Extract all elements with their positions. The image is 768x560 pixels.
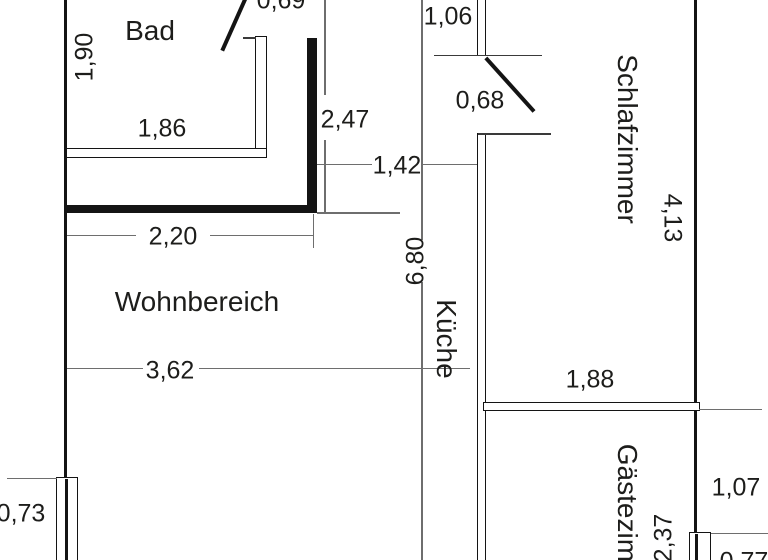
dim-label-2-37: 2,37 [649,513,678,560]
wall-right-exterior [694,0,697,533]
room-label-gaestezimmer: Gästezimmer [612,443,643,560]
wall-bad-thick-vertical [307,38,317,213]
door-jamb-kueche-upper [434,54,542,57]
ext-line-window-left [7,478,57,480]
dim-line-3-62-right [199,368,470,370]
dim-label-1-42: 1,42 [372,151,422,180]
room-label-schlafzimmer: Schlafzimmer [612,54,643,224]
dim-label-3-62: 3,62 [145,356,195,385]
dim-line-vertical-2-47-upper [324,0,326,95]
room-label-wohnbereich: Wohnbereich [114,286,280,317]
dim-line-vertical-6-80-upper [421,0,423,240]
dim-label-1-86: 1,86 [137,114,187,143]
dim-label-6-80: 6,80 [401,236,430,286]
ext-line-1-07-bottom [711,533,768,535]
window-left-centerline [65,479,68,560]
window-bottom-right-centerline [695,534,698,560]
dim-label-1-88: 1,88 [565,365,615,394]
ext-line-wall-corner-vertical [313,214,315,248]
dim-label-0-69: 0,69 [256,0,306,15]
dim-label-1-90: 1,90 [70,32,99,82]
dim-label-4-13: 4,13 [658,193,687,243]
wall-kueche-main [477,133,486,560]
door-jamb-bad [243,37,256,39]
ext-line-corridor-corner [317,212,400,214]
door-jamb-kueche-lower [478,133,551,135]
dim-label-0-68: 0,68 [455,86,505,115]
wall-bad-thin-horizontal [66,148,267,158]
dim-line-3-62-left [67,368,143,370]
dim-label-0-77: 0,77 [720,549,768,560]
dim-label-1-07: 1,07 [711,473,761,502]
room-label-kueche: Küche [431,299,462,379]
dim-line-1-42-right [423,164,477,166]
wall-left-exterior [64,0,67,479]
dim-line-1-42-left [317,164,372,166]
dim-line-vertical-6-80-lower [421,282,423,560]
dim-line-vertical-2-47-lower [324,140,326,213]
dim-line-2-20-left [67,234,136,237]
room-label-bad: Bad [125,15,175,46]
dim-line-2-20-right [210,234,313,237]
window-bottom-right [689,532,711,560]
dim-label-1-06: 1,06 [423,2,473,31]
wall-gaestezimmer-horizontal [483,402,700,411]
wall-bad-thick-horizontal [64,205,317,213]
wall-kueche-upper [477,0,486,56]
dim-label-2-20: 2,20 [148,222,198,251]
door-swing-bad [220,0,248,52]
dim-label-0-73: 0,73 [0,499,46,528]
dim-label-2-47: 2,47 [320,105,370,134]
wall-bad-thin-vertical [255,36,267,158]
ext-line-1-07-top [699,409,762,411]
